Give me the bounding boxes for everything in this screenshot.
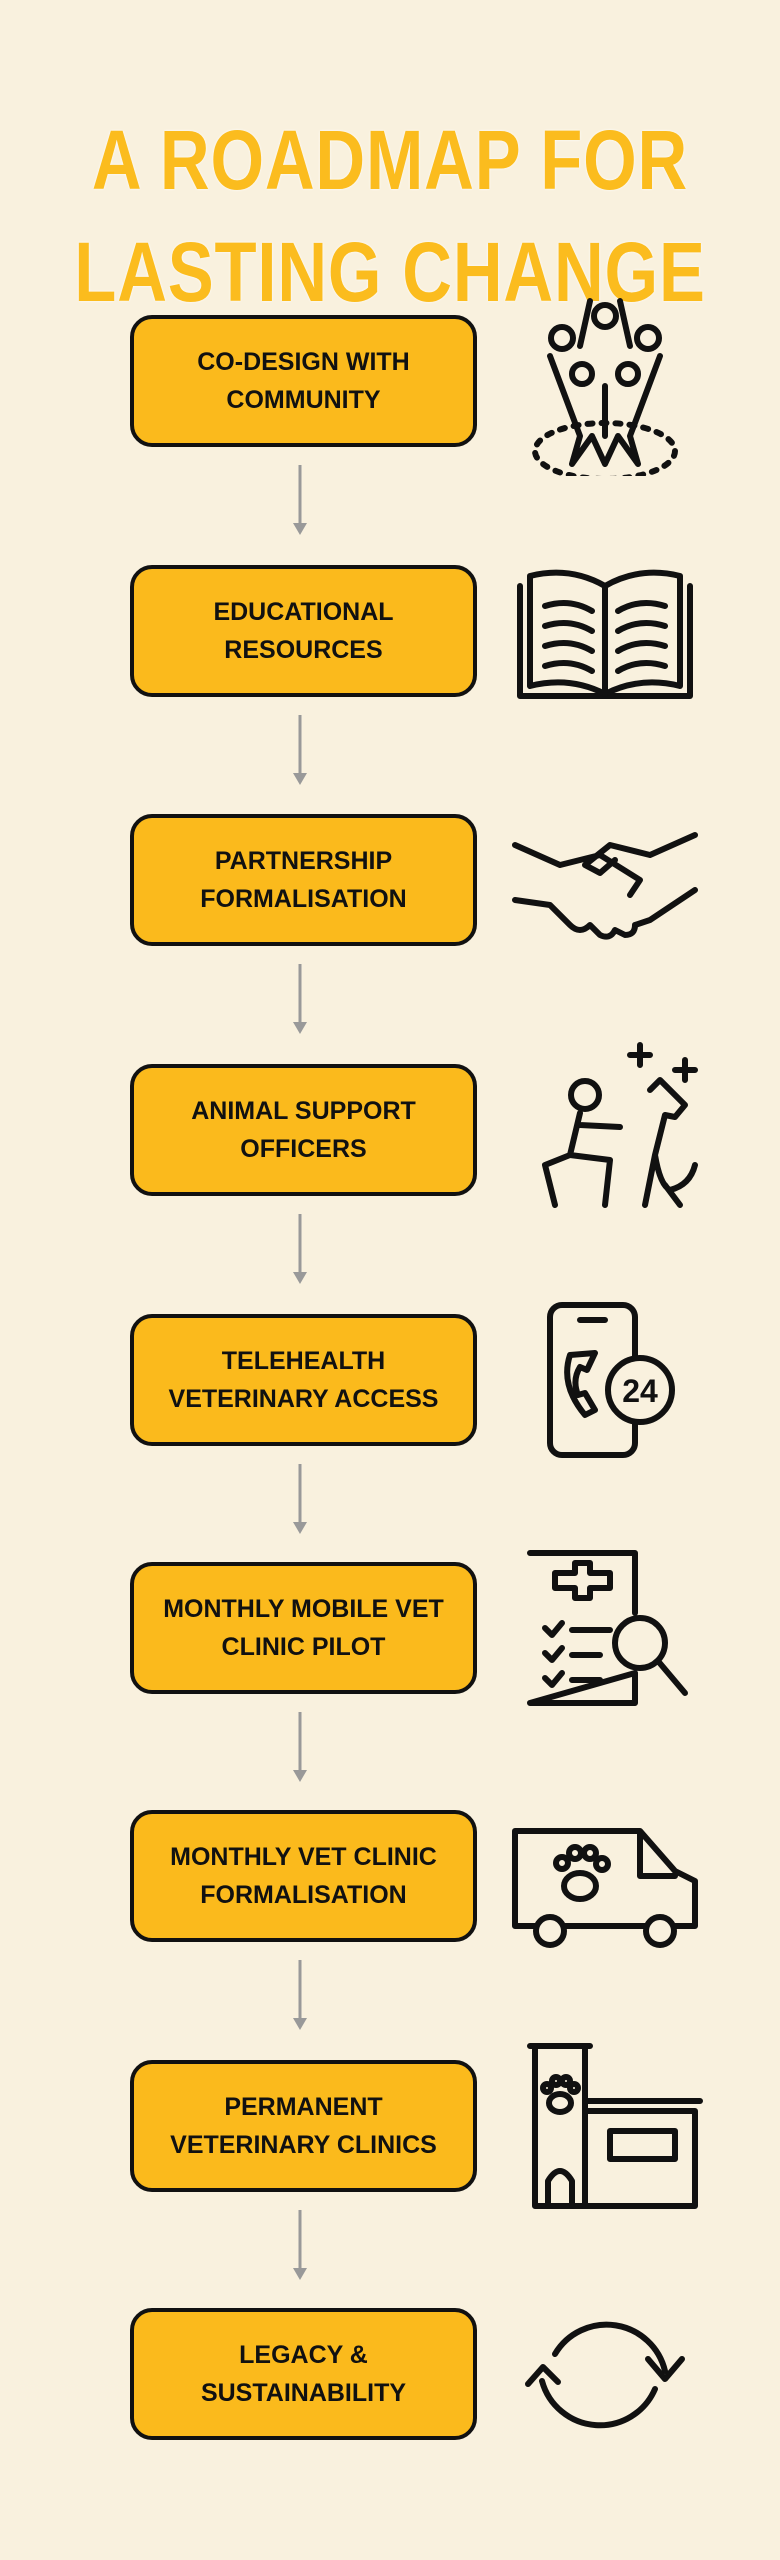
medical-report-icon	[500, 1533, 710, 1723]
vet-building-icon	[500, 2031, 710, 2221]
arrow-down-icon	[293, 1464, 307, 1536]
arrow-down-icon	[293, 964, 307, 1036]
arrow-down-icon	[293, 1960, 307, 2032]
cycle-arrows-icon	[500, 2279, 710, 2469]
arrow-down-icon	[293, 1712, 307, 1784]
open-book-icon	[500, 536, 710, 726]
title-line-1: A ROADMAP FOR	[91, 113, 689, 207]
phone-24-icon: 24	[500, 1285, 710, 1475]
roadmap-step-6: MONTHLY MOBILE VET CLINIC PILOT	[130, 1562, 477, 1694]
arrow-down-icon	[293, 2210, 307, 2282]
vet-van-icon	[500, 1781, 710, 1971]
roadmap-step-1: CO-DESIGN WITH COMMUNITY	[130, 315, 477, 447]
roadmap-step-9: LEGACY & SUSTAINABILITY	[130, 2308, 477, 2440]
arrow-down-icon	[293, 715, 307, 787]
community-people-icon	[500, 286, 710, 482]
page-title: A ROADMAP FOR LASTING CHANGE	[0, 104, 780, 328]
roadmap-step-5: TELEHEALTH VETERINARY ACCESS	[130, 1314, 477, 1446]
arrow-down-icon	[293, 465, 307, 537]
person-with-dog-icon	[500, 1035, 710, 1225]
roadmap-step-3: PARTNERSHIP FORMALISATION	[130, 814, 477, 946]
roadmap-step-8: PERMANENT VETERINARY CLINICS	[130, 2060, 477, 2192]
svg-text:24: 24	[622, 1373, 658, 1409]
arrow-down-icon	[293, 1214, 307, 1286]
roadmap-step-2: EDUCATIONAL RESOURCES	[130, 565, 477, 697]
roadmap-step-7: MONTHLY VET CLINIC FORMALISATION	[130, 1810, 477, 1942]
roadmap-step-4: ANIMAL SUPPORT OFFICERS	[130, 1064, 477, 1196]
handshake-icon	[500, 785, 710, 975]
